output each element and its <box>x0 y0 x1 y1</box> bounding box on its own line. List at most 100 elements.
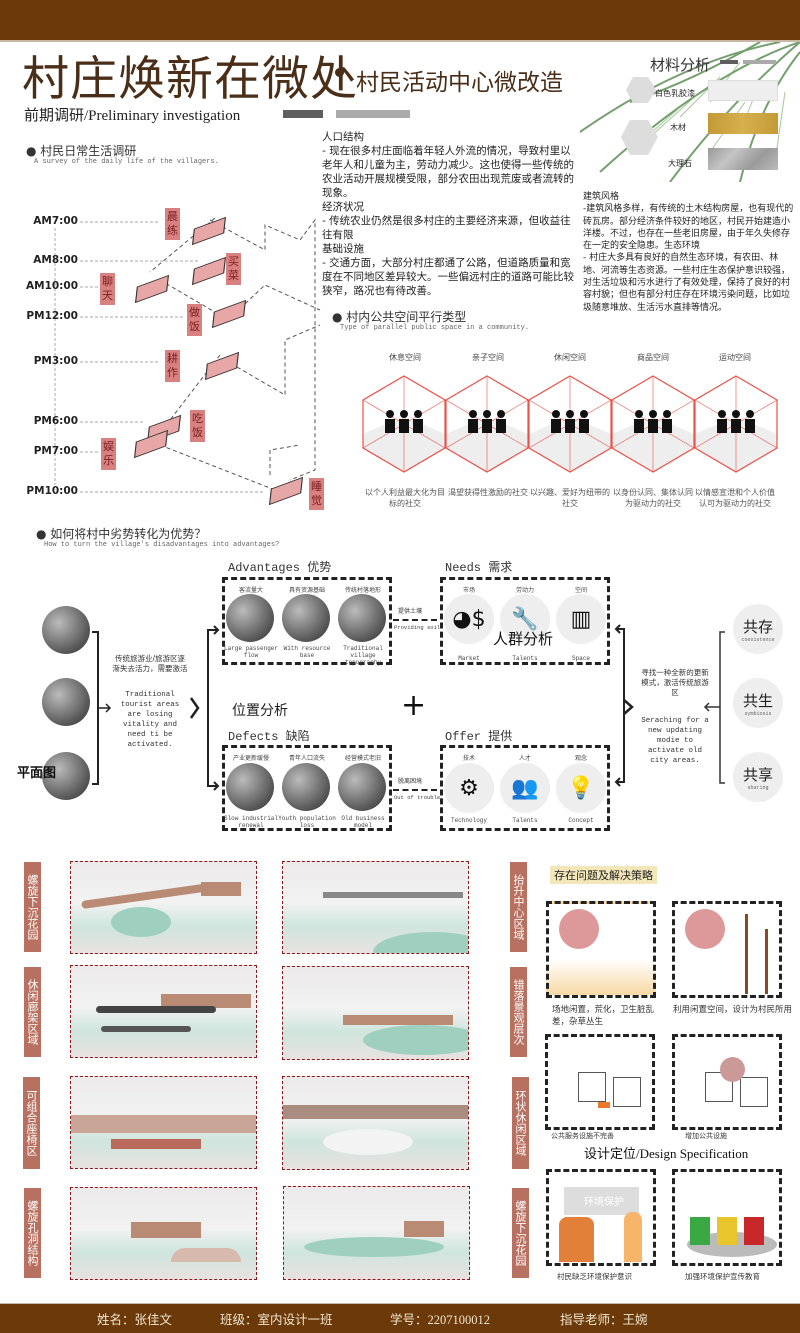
goal-cn: 共生 <box>742 692 773 710</box>
needs-title: Needs 需求 <box>445 561 513 575</box>
ecology-body: - 村庄大多具有良好的自然生态环境，有农田、林地、河流等生态资源。一些村庄生态保… <box>583 253 791 313</box>
goal-cn: 共享 <box>742 766 773 784</box>
defect-label-cn: 经营模式老旧 <box>344 755 381 762</box>
decor-bar-light <box>743 60 776 64</box>
render-layered-landscape <box>282 966 469 1060</box>
ecology-heading: 生态环境 <box>664 241 701 252</box>
advantage-label-cn: 传统村落地形 <box>344 587 381 594</box>
left-description-cn: 传统旅游业/旅游区逐渐失去活力，需要激活 <box>112 654 188 673</box>
time-label: AM10:00 <box>26 280 78 292</box>
right-description-en: Seraching for a new updating modie to ac… <box>641 717 709 765</box>
people-icon: 👥 <box>500 763 550 813</box>
render-label: 休闲廊架区域 <box>24 967 41 1057</box>
material-label: 大理石 <box>668 159 692 168</box>
architecture-body: -建筑风格多样，有传统的土木结构房屋，也有现代的砖瓦房。部分经济条件较好的地区，… <box>583 204 794 252</box>
arrow-out-of-trouble <box>393 789 437 791</box>
space-type-label: 休闲空间 <box>554 353 586 362</box>
public-space-title: 村内公共空间平行类型 <box>346 310 467 324</box>
survey-title: 村民日常生活调研 <box>40 144 137 158</box>
cafe-table-icon <box>551 410 589 433</box>
family-icon <box>468 410 506 433</box>
advantage-photo <box>282 594 330 642</box>
defect-label-en: Youth population loss <box>278 815 336 829</box>
design-specification-heading: 设计定位/Design Specification <box>584 1146 749 1161</box>
activity-tag: 晨练 <box>165 208 180 240</box>
chart-dollar-icon: ◕$ <box>444 594 494 644</box>
advantage-label-cn: 具有资源基础 <box>288 587 325 594</box>
village-photo-circle <box>42 752 90 800</box>
goal-en: symbiosis <box>744 711 772 717</box>
need-label-cn: 市场 <box>462 587 475 594</box>
advantages-box <box>222 577 392 665</box>
time-label: PM3:00 <box>33 355 78 367</box>
decor-bar-dark <box>720 60 738 64</box>
render-ring-leisure <box>282 1076 469 1170</box>
activity-tag: 聊天 <box>100 273 115 305</box>
time-label: AM8:00 <box>33 254 78 266</box>
strategy-caption: 场地闲置，荒化，卫生脏乱差，杂草丛生 <box>552 1005 655 1027</box>
hexagon-cell <box>611 375 695 473</box>
location-analysis-label: 位置分析 <box>232 703 288 719</box>
population-heading: 人口结构 <box>322 131 364 143</box>
space-type-label: 运动空间 <box>719 353 751 362</box>
render-raised-center <box>282 861 469 954</box>
solution-illustration <box>672 901 782 998</box>
student-id: 学号：2207100012 <box>390 1313 491 1327</box>
right-description-cn: 寻找一种全新的更新模式，激活传统旅游区 <box>641 668 709 697</box>
offer-title: Offer 提供 <box>445 730 513 744</box>
space-type-caption: 以情感宣泄和个人价值认可为驱动力的社交 <box>695 488 775 508</box>
left-description-en: Traditional tourist areas are losing vit… <box>120 691 180 749</box>
need-label-en: Talents <box>512 655 538 662</box>
plus-sign: + <box>401 688 427 723</box>
footer-bar: 姓名：张佳文 班级：室内设计一班 学号：2207100012 指导老师：王婉 <box>0 1303 800 1333</box>
section-heading-preliminary: 前期调研/Preliminary investigation <box>24 108 241 124</box>
advantage-photo <box>226 594 274 642</box>
space-type-caption: 渴望获得性激励的社交 <box>448 488 528 497</box>
lightbulb-icon: 💡 <box>556 763 606 813</box>
advantage-label-en: With resource base <box>283 645 331 659</box>
offer-label-cn: 技术 <box>462 755 475 762</box>
treadmill-icon <box>717 410 755 433</box>
time-label: PM12:00 <box>26 310 78 322</box>
arrow-label-cn: 提供土壤 <box>398 608 423 615</box>
decor-bar-dark <box>283 110 323 118</box>
village-photo-circle <box>42 678 90 726</box>
activity-tag: 买菜 <box>226 253 241 285</box>
population-text: - 现在很多村庄面临着年轻人外流的情况，导致村里以老年人和儿童为主，劳动力减少。… <box>322 145 574 199</box>
crowd-analysis-label: 人群分析 <box>493 630 554 648</box>
defect-photo <box>338 763 386 811</box>
advantage-label-cn: 客流量大 <box>238 587 263 594</box>
hexagon-cell <box>445 375 529 473</box>
arrow-label-en: Providing soil <box>394 624 441 631</box>
village-photo-circle <box>42 606 90 654</box>
solution-illustration <box>672 1034 782 1130</box>
hexagon-cell <box>362 375 446 473</box>
activity-tag: 吃饭 <box>190 410 205 442</box>
bench-people-icon <box>385 410 423 433</box>
strategy-caption: 加强环境保护宣传教育 <box>685 1272 760 1281</box>
defect-label-en: Old business model <box>341 815 385 829</box>
environment-sign: 环境保护 <box>564 1187 639 1215</box>
strategy-caption: 利用闲置空间，设计为村民所用 <box>673 1005 793 1015</box>
render-spiral-garden <box>70 861 257 954</box>
architecture-heading: 建筑风格 <box>583 192 620 202</box>
hexagon-cell <box>528 375 612 473</box>
advantage-label-en: Large passenger flow <box>223 645 278 659</box>
material-label: 白色乳胶漆 <box>655 89 695 98</box>
space-type-caption: 以身份认同、集体认同为驱动力的社交 <box>613 488 693 508</box>
need-label-cn: 劳动力 <box>515 587 534 594</box>
offer-label-cn: 人才 <box>518 755 531 762</box>
activity-tag: 耕作 <box>165 350 180 382</box>
space-type-label: 亲子空间 <box>472 353 504 362</box>
public-space-subtitle: Type of parallel public space in a commu… <box>340 324 530 332</box>
worker-icon: 🔧 <box>500 594 550 644</box>
time-label: PM6:00 <box>33 415 78 427</box>
student-name: 姓名：张佳文 <box>97 1313 173 1327</box>
right-brackets <box>614 624 725 787</box>
space-type-caption: 以兴趣、爱好为纽带的社交 <box>530 488 610 508</box>
architecture-text: 建筑风格 -建筑风格多样，有传统的土木结构房屋，也有现代的砖瓦房。部分经济条件较… <box>583 191 795 314</box>
market-stall-icon <box>634 410 672 433</box>
render-combinable-seating <box>70 1076 257 1169</box>
